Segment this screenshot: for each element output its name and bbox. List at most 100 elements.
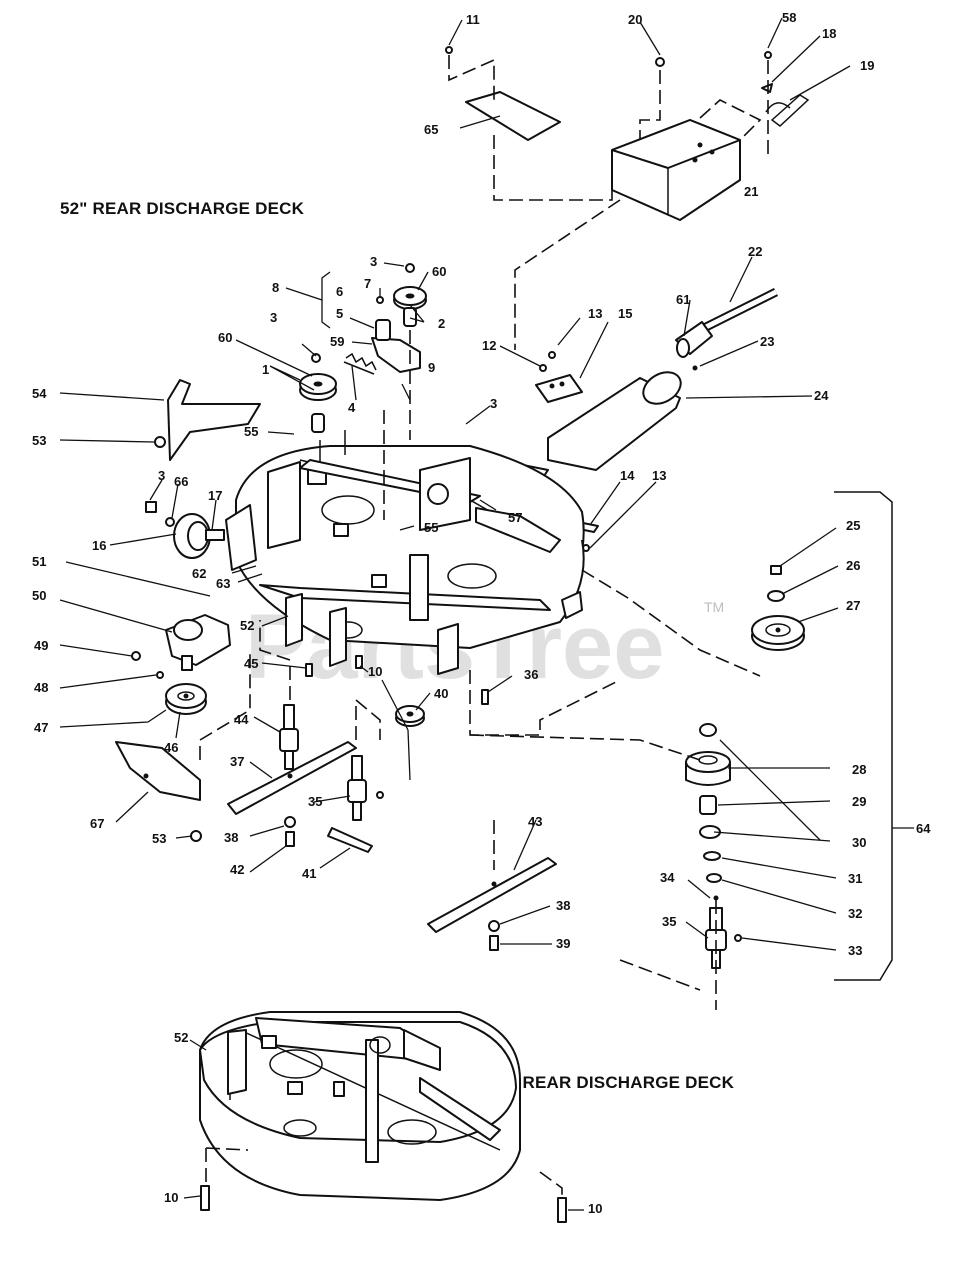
callout-29: 29 bbox=[852, 794, 866, 809]
callout-52-44deck: 52 bbox=[174, 1030, 188, 1045]
gauge-wheel-guard bbox=[167, 379, 261, 461]
callout-36: 36 bbox=[524, 667, 538, 682]
callout-35-right: 35 bbox=[662, 914, 676, 929]
callout-10-right: 10 bbox=[588, 1201, 602, 1216]
callout-13-lower: 13 bbox=[652, 468, 666, 483]
callout-44: 44 bbox=[234, 712, 249, 727]
discharge-plate bbox=[465, 91, 561, 141]
callout-43: 43 bbox=[528, 814, 542, 829]
callout-66: 66 bbox=[174, 474, 188, 489]
callout-11: 11 bbox=[466, 12, 480, 27]
callout-63: 63 bbox=[216, 576, 230, 591]
callout-34: 34 bbox=[660, 870, 675, 885]
deck-44-title: 44" REAR DISCHARGE DECK bbox=[490, 1073, 735, 1092]
blade-right bbox=[427, 857, 557, 951]
screw-10-left bbox=[200, 1185, 210, 1211]
callout-67: 67 bbox=[90, 816, 104, 831]
idler-pulley-lower bbox=[395, 705, 425, 727]
screw-10 bbox=[355, 655, 363, 669]
callout-65: 65 bbox=[424, 122, 438, 137]
callout-51: 51 bbox=[32, 554, 46, 569]
callout-62: 62 bbox=[192, 566, 206, 581]
callout-40: 40 bbox=[434, 686, 448, 701]
callout-10-main: 10 bbox=[368, 664, 382, 679]
screw-10-right bbox=[557, 1197, 567, 1223]
callout-12: 12 bbox=[482, 338, 496, 353]
gearbox bbox=[131, 614, 231, 679]
deck-hanger-brackets bbox=[225, 504, 583, 675]
spindle-shaft-right bbox=[705, 895, 742, 969]
callout-33: 33 bbox=[848, 943, 862, 958]
guard-nut bbox=[154, 436, 166, 448]
callout-21: 21 bbox=[744, 184, 758, 199]
callout-20: 20 bbox=[628, 12, 642, 27]
callout-23: 23 bbox=[760, 334, 774, 349]
callout-labels: 11 20 58 18 19 65 21 22 3 60 8 6 7 5 2 6… bbox=[32, 10, 931, 1216]
callout-58: 58 bbox=[782, 10, 796, 25]
callout-54: 54 bbox=[32, 386, 47, 401]
deck-52-title: 52" REAR DISCHARGE DECK bbox=[60, 199, 305, 218]
pto-drive-shaft bbox=[675, 287, 779, 371]
screw-36 bbox=[481, 689, 489, 705]
callout-9: 9 bbox=[428, 360, 435, 375]
deck-44-shell bbox=[199, 1011, 521, 1201]
callout-57: 57 bbox=[508, 510, 522, 525]
chute-hinge-bracket bbox=[535, 351, 583, 403]
discharge-chute bbox=[547, 371, 682, 471]
callout-64: 64 bbox=[916, 821, 931, 836]
page-number: 17 bbox=[480, 1278, 494, 1280]
callout-17: 17 bbox=[208, 488, 222, 503]
blade-spindle-left bbox=[279, 704, 299, 770]
callout-46: 46 bbox=[164, 740, 178, 755]
leader-lines bbox=[59, 17, 914, 1211]
callout-19: 19 bbox=[860, 58, 874, 73]
callout-3-wheel: 3 bbox=[158, 468, 165, 483]
callout-60-top: 60 bbox=[432, 264, 446, 279]
callout-26: 26 bbox=[846, 558, 860, 573]
callout-3-left: 3 bbox=[270, 310, 277, 325]
deck-52-gearbox-mount bbox=[419, 457, 561, 553]
callout-7: 7 bbox=[364, 276, 371, 291]
callout-55-upper: 55 bbox=[244, 424, 258, 439]
idler-spring bbox=[343, 352, 377, 375]
idler-arm bbox=[371, 296, 421, 373]
deck-52-center-channel bbox=[259, 459, 551, 621]
callout-35-left: 35 bbox=[308, 794, 322, 809]
callout-41: 41 bbox=[302, 866, 316, 881]
callout-15: 15 bbox=[618, 306, 632, 321]
callout-61: 61 bbox=[676, 292, 690, 307]
callout-18: 18 bbox=[822, 26, 836, 41]
callout-6: 6 bbox=[336, 284, 343, 299]
blade-spindle-center bbox=[347, 755, 384, 821]
idler-pulley-upper bbox=[393, 263, 427, 327]
callout-45: 45 bbox=[244, 656, 258, 671]
callout-48: 48 bbox=[34, 680, 48, 695]
callout-10-left: 10 bbox=[164, 1190, 178, 1205]
callout-60-left: 60 bbox=[218, 330, 232, 345]
blade-center bbox=[327, 827, 373, 853]
callout-37: 37 bbox=[230, 754, 244, 769]
callout-38-right: 38 bbox=[556, 898, 570, 913]
gearbox-pulley bbox=[165, 683, 207, 715]
clevis-pin-and-clip bbox=[445, 46, 810, 127]
callout-55-lower: 55 bbox=[424, 520, 438, 535]
callout-14: 14 bbox=[620, 468, 635, 483]
callout-38-left: 38 bbox=[224, 830, 238, 845]
spindle-assembly-bracket bbox=[834, 491, 893, 981]
spindle-housing bbox=[685, 723, 731, 883]
callout-39: 39 bbox=[556, 936, 570, 951]
callout-22: 22 bbox=[748, 244, 762, 259]
callout-25: 25 bbox=[846, 518, 860, 533]
callout-24: 24 bbox=[814, 388, 829, 403]
callout-31: 31 bbox=[848, 871, 862, 886]
callout-53-lower: 53 bbox=[152, 831, 166, 846]
deflector-shield bbox=[115, 741, 202, 842]
callout-8: 8 bbox=[272, 280, 279, 295]
callout-50: 50 bbox=[32, 588, 46, 603]
callout-16: 16 bbox=[92, 538, 106, 553]
flat-idler-pulley bbox=[299, 353, 337, 433]
callout-32: 32 bbox=[848, 906, 862, 921]
callout-3-mid: 3 bbox=[490, 396, 497, 411]
